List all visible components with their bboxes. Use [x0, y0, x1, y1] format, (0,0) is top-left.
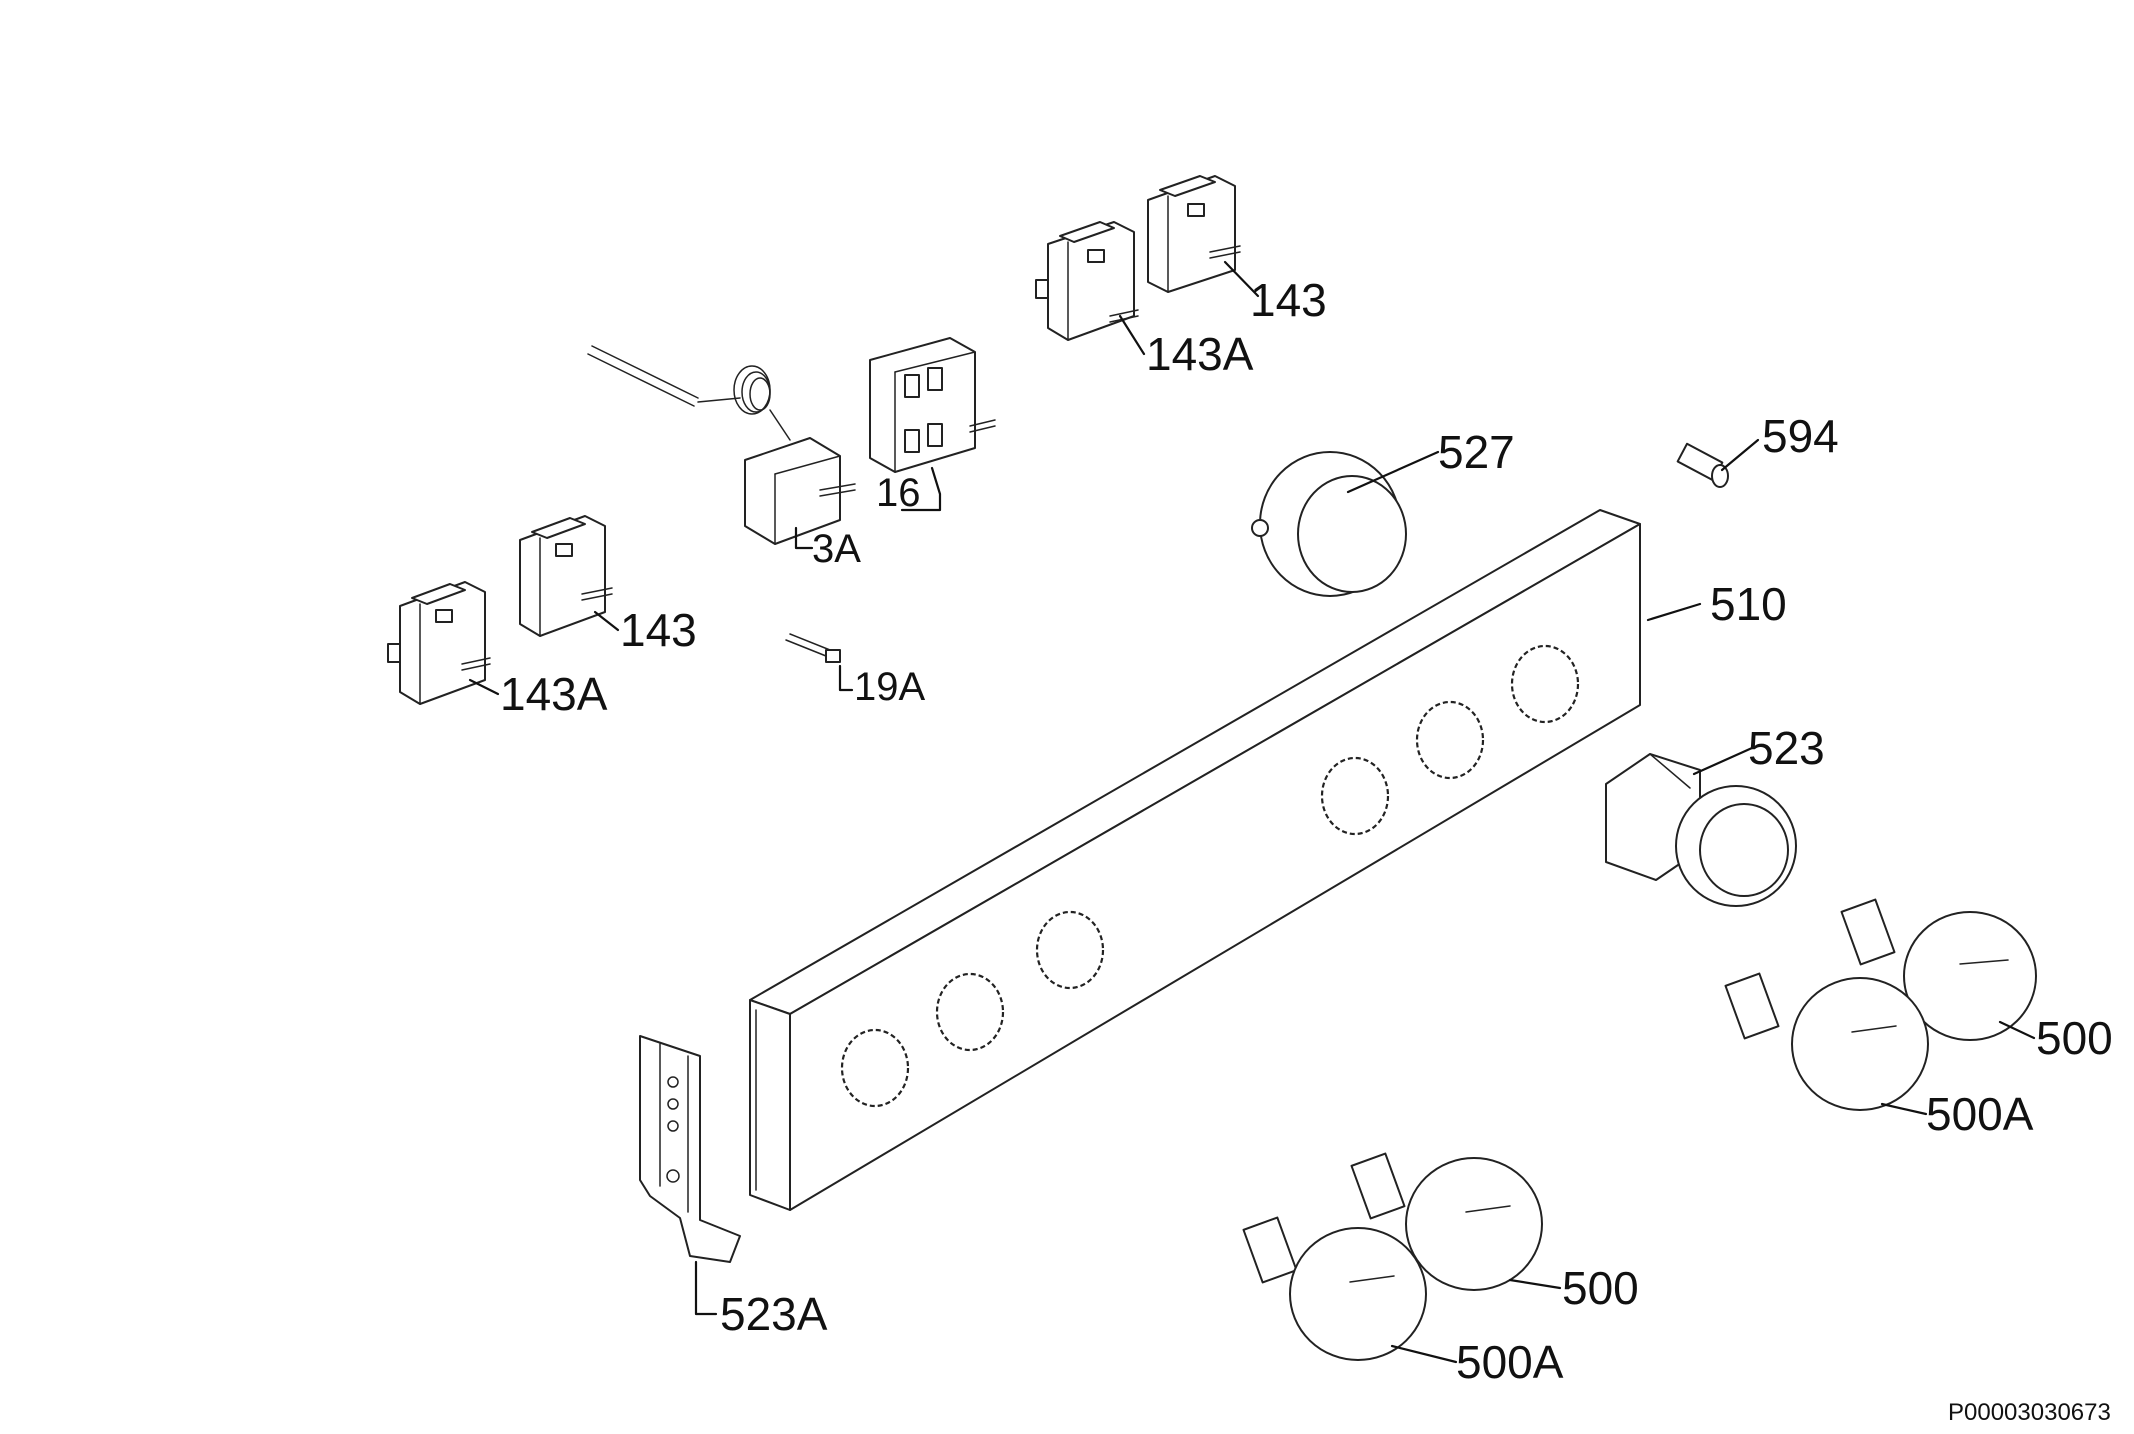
drawing-code: P00003030673: [1948, 1399, 2111, 1426]
knob-hole: [840, 1028, 910, 1108]
pin-594: [1676, 442, 1729, 488]
knob-500a-bottom: [1242, 1216, 1427, 1361]
thermostat-3a: [587, 345, 856, 545]
knob-hole: [935, 972, 1005, 1052]
label-19a: 19A: [854, 665, 925, 709]
switch-143a-left: [387, 581, 491, 705]
knob-500-right: [1840, 898, 2037, 1041]
label-3a: 3A: [812, 527, 861, 571]
selector-switch-16: [869, 337, 996, 473]
knob-hole: [1510, 644, 1580, 724]
label-143a-top: 143A: [1146, 328, 1254, 380]
knob-hole: [1320, 756, 1390, 836]
label-500-bottom: 500: [1562, 1262, 1639, 1314]
label-500-right: 500: [2036, 1012, 2113, 1064]
leader-lines: [468, 260, 2036, 1364]
knob-ring-527: [1251, 451, 1407, 597]
label-143-top: 143: [1250, 274, 1327, 326]
knob-500-bottom: [1350, 1152, 1543, 1291]
label-510: 510: [1710, 578, 1787, 630]
label-527: 527: [1438, 426, 1515, 478]
switch-143a-top: [1035, 221, 1139, 341]
label-16: 16: [876, 471, 921, 515]
switch-143-left: [519, 515, 613, 637]
knob-500a-right: [1724, 972, 1929, 1111]
label-523a: 523A: [720, 1288, 828, 1340]
control-panel-510: [749, 509, 1641, 1211]
label-143-left: 143: [620, 604, 697, 656]
knob-hole: [1035, 910, 1105, 990]
knob-523: [1605, 753, 1797, 907]
label-523: 523: [1748, 722, 1825, 774]
bracket-523a: [639, 1035, 741, 1263]
knob-hole: [1415, 700, 1485, 780]
label-500a-bottom: 500A: [1456, 1336, 1564, 1388]
terminal-19a: [785, 633, 841, 663]
switch-143-top: [1147, 175, 1241, 293]
label-594: 594: [1762, 410, 1839, 462]
label-500a-right: 500A: [1926, 1088, 2034, 1140]
label-143a-left: 143A: [500, 668, 608, 720]
